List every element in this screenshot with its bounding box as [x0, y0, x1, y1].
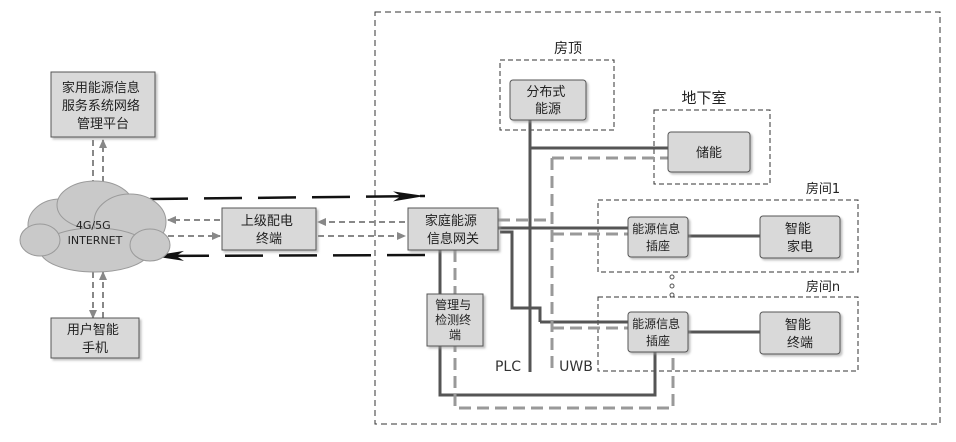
zone-roof	[499, 59, 615, 131]
gateway-box	[407, 207, 499, 251]
platform-box	[50, 71, 156, 138]
distributed-energy-label: 分布式 能源	[526, 85, 569, 117]
uwb-label: UWB	[559, 359, 593, 375]
internet-cloud	[19, 180, 171, 273]
zone-roomn	[597, 296, 859, 372]
zone-room1	[597, 199, 859, 273]
socketn-label: 能源信息 插座	[632, 316, 684, 348]
socket1-box	[627, 216, 689, 258]
appliance-box	[759, 215, 841, 259]
upper-terminal-label: 上级配电 终端	[241, 214, 297, 247]
platform-label: 家用能源信息 服务系统网络 管理平台	[62, 80, 144, 132]
socket1-label: 能源信息 插座	[632, 221, 684, 253]
zone-roomn-label: 房间n	[806, 279, 840, 295]
gateway-label: 家庭能源 信息网关	[425, 213, 481, 247]
storage-box	[667, 131, 751, 173]
zone-room1-label: 房间1	[806, 181, 840, 197]
monitor-box	[426, 293, 484, 347]
monitor-label: 管理与 检测终 端	[435, 297, 475, 342]
zone-basement	[653, 109, 771, 185]
distributed-energy-box	[509, 79, 587, 121]
plc-label: PLC	[495, 359, 521, 375]
home-boundary	[374, 11, 941, 425]
downlink-arrow	[149, 191, 426, 202]
socketn-box	[627, 311, 689, 353]
room-continuation-dots	[669, 274, 675, 298]
phone-box	[50, 317, 140, 359]
zone-roof-label: 房顶	[554, 41, 582, 57]
phone-label: 用户智能 手机	[67, 322, 123, 356]
storage-label: 储能	[696, 146, 722, 161]
cloud-label: 4G/5G INTERNET	[68, 219, 123, 247]
terminal-box	[759, 311, 841, 355]
appliance-label: 智能 家电	[785, 222, 815, 255]
zone-basement-label: 地下室	[681, 89, 726, 107]
upper-terminal-box	[221, 207, 317, 251]
terminal-label: 智能 终端	[785, 318, 815, 351]
uplink-arrow	[151, 250, 426, 261]
